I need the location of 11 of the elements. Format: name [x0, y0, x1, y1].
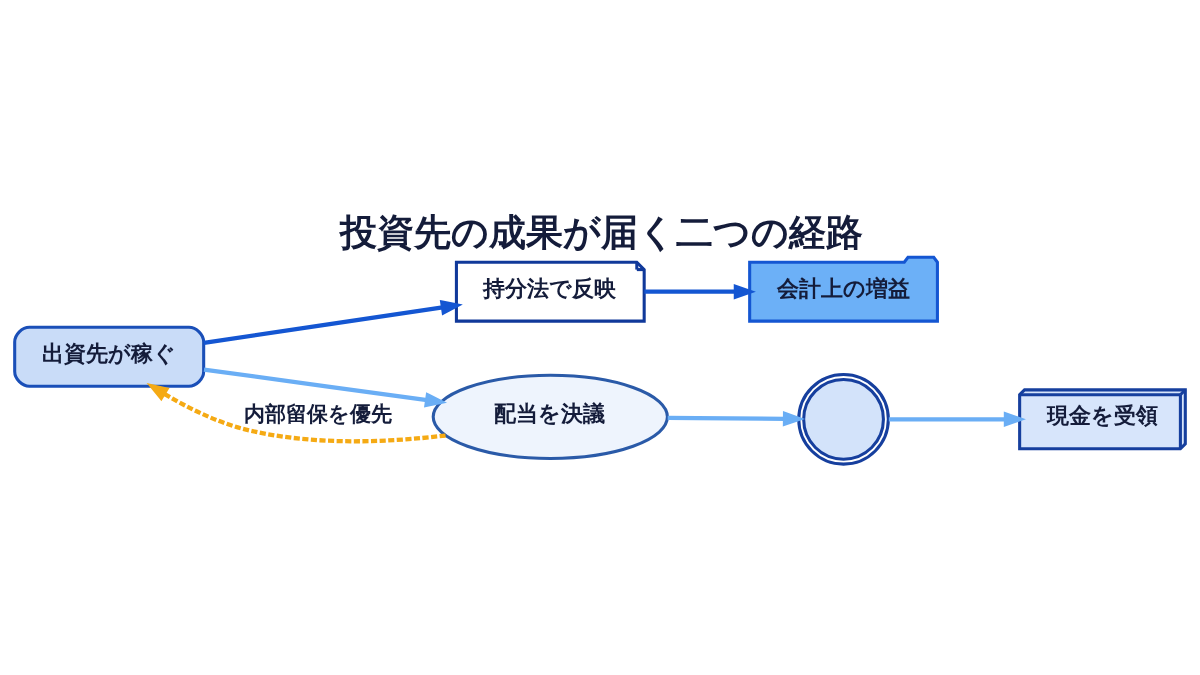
node-box: 出資先が稼ぐ: [13, 325, 206, 388]
arrow: [644, 283, 756, 299]
edge-label: 内部留保を優先: [244, 401, 393, 426]
arrow: [203, 366, 448, 408]
arrow: [203, 299, 463, 345]
node-ellipse: 配当を決議: [431, 373, 669, 460]
arrow: [146, 382, 446, 443]
arrow: [888, 411, 1026, 427]
diagram-title: 投資先の成果が届く二つの経路: [339, 210, 863, 254]
arrow: [667, 410, 806, 427]
node-circle: [797, 372, 890, 466]
